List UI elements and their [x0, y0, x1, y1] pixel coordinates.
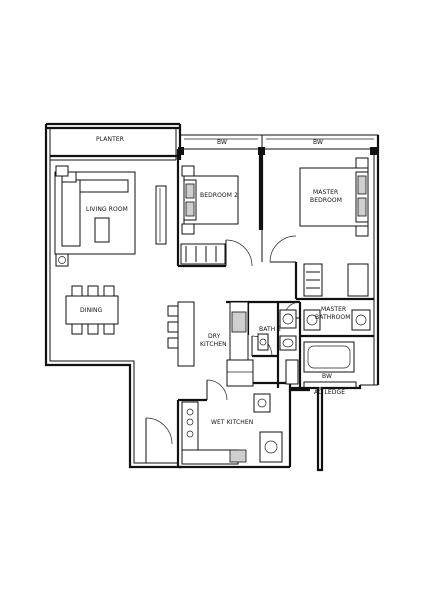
bay-window-label-bedroom2: BW	[217, 139, 227, 146]
interior-walls	[176, 149, 374, 467]
master-bathroom-label-line2: BATHROOM	[315, 314, 351, 321]
wet-kitchen-label: WET KITCHEN	[211, 419, 253, 426]
bedroom-2-label: BEDROOM 2	[200, 192, 238, 199]
room-labels: PLANTER BW BW LIVING ROOM BEDROOM 2 MAST…	[80, 136, 351, 426]
dining-furniture	[65, 285, 119, 335]
dining-label: DINING	[80, 307, 103, 314]
living-room-label: LIVING ROOM	[86, 206, 128, 213]
master-bedroom-furniture	[299, 157, 369, 297]
master-bedroom-label-line1: MASTER	[313, 189, 338, 196]
bay-windows	[178, 134, 379, 389]
bedroom2-furniture	[180, 165, 239, 265]
master-bathroom-label-line1: MASTER	[321, 306, 346, 313]
dry-kitchen-furniture	[167, 301, 254, 387]
bath-2-label: BATH 2	[259, 326, 281, 333]
master-bedroom-label-line2: BEDROOM	[310, 197, 342, 204]
wet-kitchen-fixtures	[181, 393, 283, 465]
doors	[145, 230, 301, 463]
bay-window-label-bath: BW	[322, 373, 332, 380]
dry-kitchen-label-line1: DRY	[208, 333, 221, 340]
dry-kitchen-label-line2: KITCHEN	[200, 341, 227, 348]
bathroom-fixtures	[257, 309, 371, 385]
living-room-furniture	[54, 165, 167, 267]
bay-window-label-master: BW	[313, 139, 323, 146]
ac-ledge-label: AC LEDGE	[314, 389, 345, 396]
planter-label: PLANTER	[96, 136, 124, 143]
